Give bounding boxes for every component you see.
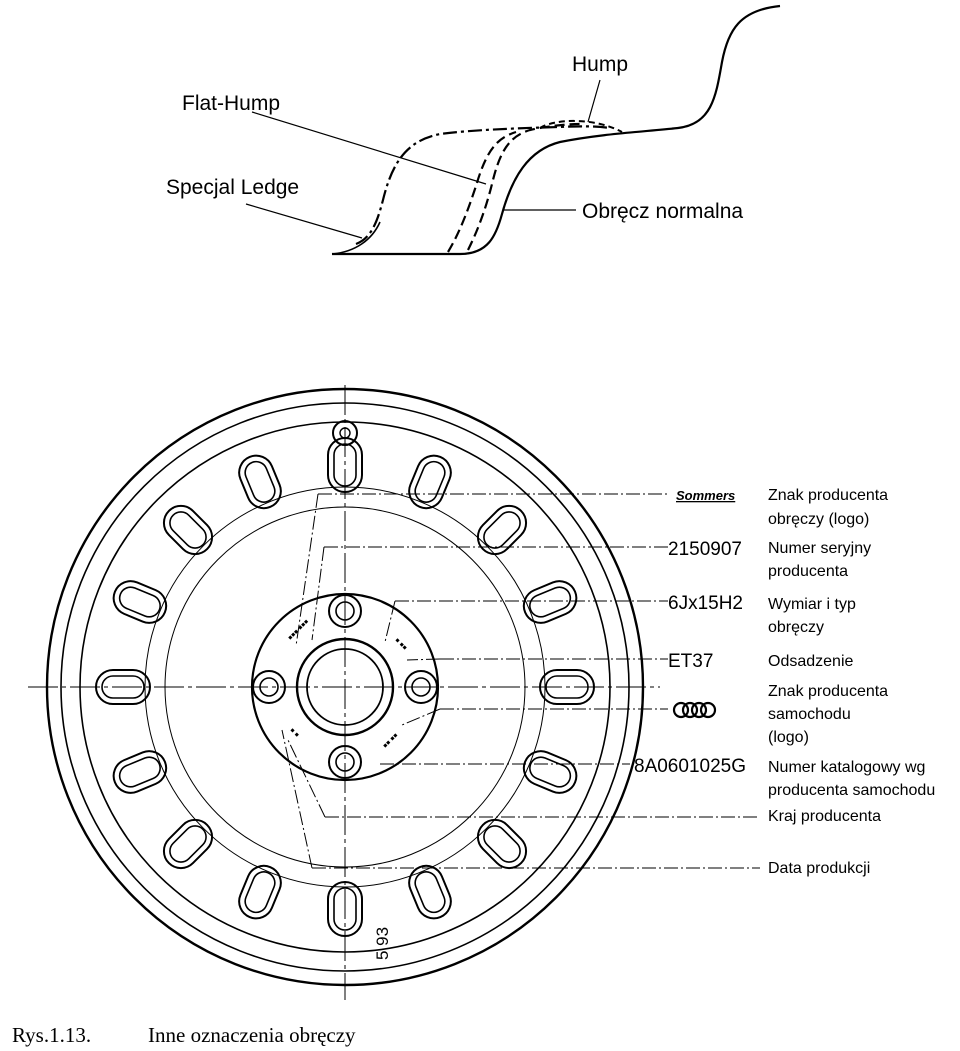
- ventilation-slot: [522, 580, 578, 624]
- wheel-disc-circle-inner: [164, 506, 526, 868]
- ventilation-slot: [476, 818, 528, 870]
- rim-profile-diagram: [245, 4, 781, 256]
- ventilation-slot: [162, 818, 214, 870]
- rim-maker-logo: Sommers: [676, 488, 735, 503]
- ventilation-slot: [522, 750, 578, 794]
- ventilation-slot: [476, 504, 528, 556]
- hump-leader: [587, 79, 601, 123]
- figure-caption-number: Rys.1.13.: [12, 1023, 91, 1047]
- hub-stamp-marks: ▪▪▪ ▪▪▪ ▪ ▪▪ ▪▪ ▪▪ ▪ ▪: [286, 618, 408, 750]
- ventilation-slots: [95, 437, 595, 937]
- ventilation-slot: [539, 669, 595, 705]
- marking-code: 2150907: [668, 539, 742, 560]
- ventilation-slot: [238, 864, 282, 920]
- special-ledge-dashed-profile: [467, 122, 583, 251]
- ventilation-slot: [162, 504, 214, 556]
- wheel-disc-circle-outer: [144, 486, 546, 888]
- hump-label: Hump: [572, 53, 628, 76]
- figure-caption-text: Inne oznaczenia obręczy: [148, 1023, 356, 1047]
- marking-leader-lines: [281, 493, 760, 869]
- lug-hole: [404, 670, 438, 704]
- svg-text:▪▪ ▪▪: ▪▪ ▪▪: [381, 732, 399, 750]
- rim-flange-curve: [332, 4, 781, 256]
- marking-description: Wymiar i typ obręczy: [768, 596, 860, 636]
- ventilation-slot: [327, 437, 363, 493]
- secondary-dashed-profile: [447, 130, 517, 253]
- special-ledge-label: Specjal Ledge: [166, 176, 299, 199]
- flat-hump-leader: [251, 111, 487, 185]
- marking-description: Numer katalogowy wg producenta samochodu: [768, 759, 935, 799]
- ventilation-slot: [112, 750, 168, 794]
- marking-description: Znak producenta samochodu (logo): [768, 683, 893, 746]
- ventilation-slot: [408, 864, 452, 920]
- marking-code: 8A0601025G: [634, 756, 746, 777]
- wheel-outer-edge: [45, 387, 645, 987]
- ventilation-slot: [408, 454, 452, 510]
- ventilation-slot: [95, 669, 151, 705]
- lug-hole: [328, 745, 362, 779]
- flat-hump-label: Flat-Hump: [182, 92, 280, 115]
- normal-rim-label: Obręcz normalna: [582, 200, 743, 223]
- rim-stamp: 5 93: [373, 927, 392, 960]
- marking-descriptions: Znak producenta obręczy (logo) Numer ser…: [768, 487, 935, 877]
- wheel-rim-ring: [60, 402, 630, 972]
- svg-text:▪ ▪: ▪ ▪: [289, 726, 301, 738]
- marking-description: Kraj producenta: [768, 808, 881, 825]
- ventilation-slot: [327, 881, 363, 937]
- hub-bore-outer: [295, 637, 395, 737]
- svg-text:Sommers: Sommers: [676, 488, 735, 503]
- marking-description: Odsadzenie: [768, 653, 853, 670]
- marking-codes: Sommers 2150907 6Jx15H2 ET37 8A0601025G: [634, 488, 746, 777]
- hub-bore-inner: [306, 648, 384, 726]
- hump-dashed-bump: [539, 120, 623, 133]
- marking-description: Znak producenta obręczy (logo): [768, 487, 893, 528]
- flat-hump-dashed-profile: [355, 125, 611, 246]
- marking-description: Numer seryjny producenta: [768, 540, 876, 580]
- ventilation-slot: [112, 580, 168, 624]
- audi-rings-logo: [672, 701, 717, 719]
- lug-hole: [252, 670, 286, 704]
- marking-description: Data produkcji: [768, 860, 870, 877]
- rim-inner-line: [331, 221, 381, 255]
- wheel-drawing: [28, 385, 660, 1000]
- ventilation-slot: [238, 454, 282, 510]
- special-ledge-leader: [245, 203, 363, 239]
- svg-text:▪ ▪▪: ▪ ▪▪: [394, 636, 409, 651]
- lug-hole: [328, 594, 362, 628]
- marking-code: 6Jx15H2: [668, 593, 743, 614]
- marking-code: ET37: [668, 651, 713, 672]
